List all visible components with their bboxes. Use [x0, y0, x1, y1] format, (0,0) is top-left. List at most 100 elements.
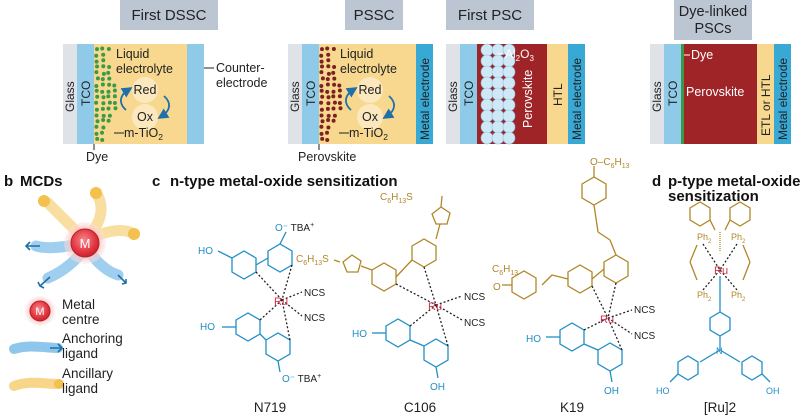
panel-b: b MCDs M M Metal centre — [4, 173, 140, 396]
c106-ru: Ru — [428, 301, 442, 313]
compound-label-c106: C106 — [404, 400, 436, 415]
header-pssc: PSSC — [354, 7, 395, 24]
al2o3-sphere — [480, 65, 494, 79]
particle — [95, 47, 99, 52]
particle — [326, 113, 331, 118]
cell-pssc: Glass TCO Liquid electrolyte Red Ox m-Ti… — [288, 44, 433, 164]
particle — [338, 106, 343, 111]
particle — [106, 94, 111, 99]
n719-ru: Ru — [274, 296, 288, 308]
particle — [319, 84, 324, 88]
ru2-n-center: N — [716, 346, 723, 356]
panel-b-title: MCDs — [20, 173, 63, 190]
particle — [331, 106, 336, 111]
particle — [95, 64, 99, 69]
particle — [332, 113, 337, 118]
metal-letter: M — [80, 236, 91, 251]
particle — [337, 94, 342, 99]
particle — [101, 71, 106, 76]
particle — [101, 58, 106, 63]
al2o3-sphere — [480, 109, 494, 123]
structure-k19 — [502, 166, 633, 383]
particle — [94, 124, 99, 129]
particle — [319, 107, 324, 112]
ru2-ph2-tl: Ph2 — [697, 232, 712, 245]
particle — [101, 113, 106, 118]
particle — [94, 100, 99, 105]
particle — [113, 106, 118, 111]
particle — [107, 65, 112, 69]
particle — [331, 70, 336, 75]
particle — [94, 84, 99, 88]
al2o3-sphere — [502, 87, 516, 101]
particle — [94, 113, 99, 118]
ru2-ph2-tr: Ph2 — [731, 232, 746, 245]
particle — [326, 52, 331, 57]
metal-legend-letter: M — [35, 306, 44, 318]
particle — [112, 94, 117, 99]
particle — [101, 64, 106, 69]
tco-label: TCO — [666, 81, 680, 106]
particle — [332, 76, 337, 81]
legend-anchoring-line2: ligand — [62, 346, 98, 361]
al2o3-sphere — [491, 98, 505, 112]
particle — [319, 70, 324, 75]
particle — [319, 53, 324, 58]
legend-metal-line1: Metal — [62, 297, 95, 312]
c106-ho: HO — [352, 329, 367, 340]
al2o3-sphere — [491, 109, 505, 123]
particle — [95, 136, 100, 141]
particle — [320, 119, 325, 124]
legend-anchoring-line1: Anchoring — [62, 331, 123, 346]
particle — [112, 83, 117, 88]
particle — [106, 106, 111, 111]
al2o3-sphere — [480, 43, 494, 57]
al2o3-sphere — [480, 120, 494, 134]
glass-label: Glass — [63, 81, 77, 112]
header-first-psc: First PSC — [458, 7, 522, 24]
red-label: Red — [134, 83, 157, 97]
al2o3-sphere — [502, 76, 516, 90]
particle — [100, 89, 105, 94]
particle — [94, 88, 99, 93]
particle — [326, 95, 331, 100]
particle — [101, 52, 106, 57]
n719-coo-top: O⁻ TBA+ — [275, 222, 314, 234]
particle — [100, 77, 105, 82]
ancillary-ligand-legend-icon — [9, 377, 61, 391]
particle — [319, 59, 324, 64]
particle — [100, 130, 104, 135]
particle — [326, 118, 331, 122]
particle — [112, 101, 117, 105]
perovskite-label: Perovskite — [298, 150, 356, 164]
electrolyte-label: electrolyte — [340, 62, 397, 76]
compound-label-k19: K19 — [560, 400, 584, 415]
panel-c-letter: c — [152, 173, 160, 190]
particle — [325, 138, 330, 142]
al2o3-label: Al2O3 — [505, 47, 534, 63]
panel-a: First DSSC PSSC First PSC Dye-linked PSC… — [63, 0, 791, 164]
legend-metal-line2: centre — [62, 312, 100, 327]
n719-cooh-left2: HO — [200, 322, 215, 333]
ru2-ph2-br: Ph2 — [731, 290, 746, 303]
header-first-dssc: First DSSC — [132, 7, 207, 24]
particle — [107, 113, 112, 118]
etl-or-htl-label: ETL or HTL — [759, 74, 773, 136]
structure-c106 — [333, 195, 463, 379]
header-dye-linked-line1: Dye-linked — [679, 4, 748, 20]
particle — [320, 136, 325, 141]
particle — [112, 88, 117, 93]
particle — [94, 107, 99, 112]
particle — [100, 138, 105, 142]
particle — [100, 82, 105, 87]
m-tio2-label: m-TiO2 — [349, 126, 388, 142]
particle — [95, 76, 100, 81]
particle — [320, 64, 324, 69]
al2o3-sphere — [491, 131, 505, 145]
particle — [332, 65, 337, 69]
metal-electrode-label: Metal electrode — [570, 58, 584, 140]
al2o3-sphere — [502, 98, 516, 112]
ru2-ph2-bl: Ph2 — [697, 290, 712, 303]
particle — [101, 118, 106, 122]
cell-first-dssc: Glass TCO Liquid electrolyte Red Ox m-Ti… — [63, 44, 267, 164]
